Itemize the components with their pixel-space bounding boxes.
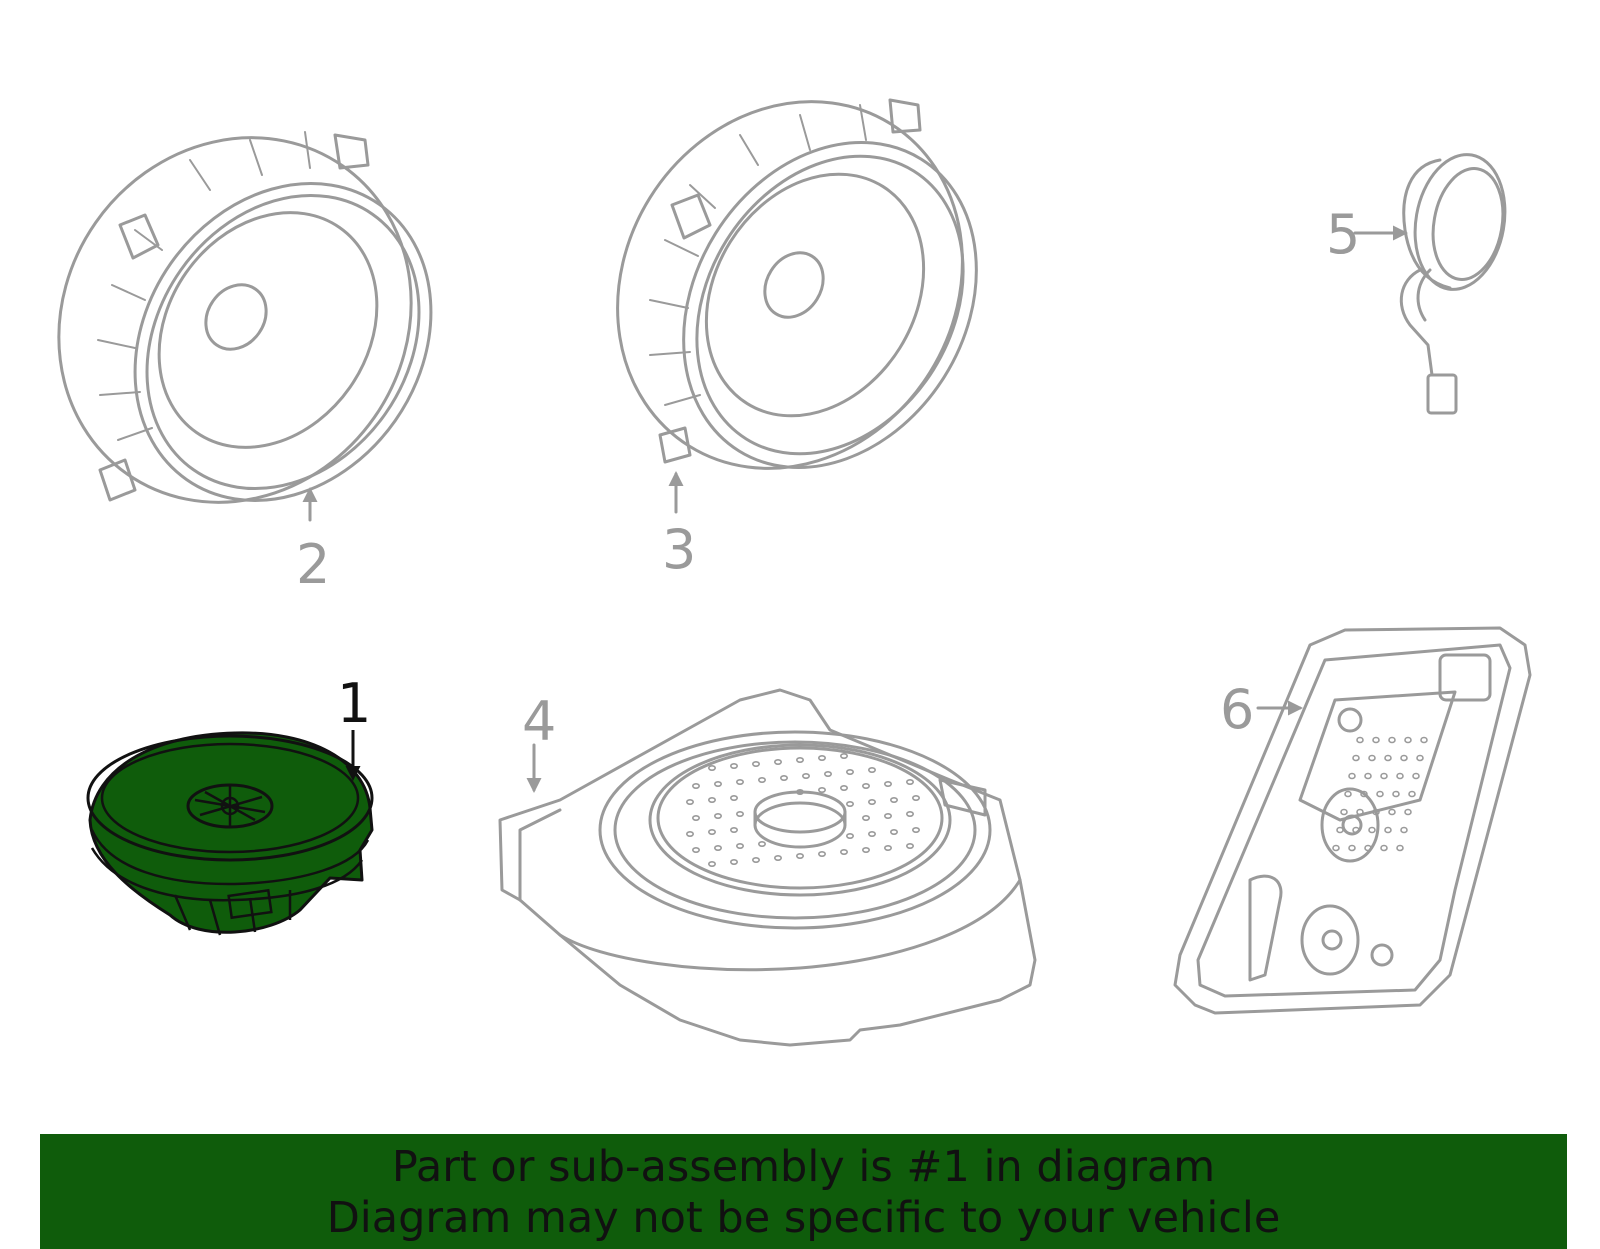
banner-line-2: Diagram may not be specific to your vehi… <box>326 1193 1281 1243</box>
info-banner: Part or sub-assembly is #1 in diagram Di… <box>40 1134 1567 1249</box>
speaker-part-3[interactable]: 3 <box>549 36 1035 581</box>
tweeter-part-5[interactable]: 5 <box>1326 147 1515 415</box>
banner-line-1: Part or sub-assembly is #1 in diagram <box>391 1142 1216 1192</box>
subwoofer-part-4[interactable]: 4 <box>498 688 1037 1047</box>
speaker-part-1[interactable]: 1 <box>86 672 374 936</box>
callout-6: 6 <box>1220 678 1254 741</box>
callout-3: 3 <box>662 518 696 581</box>
speaker-part-2[interactable]: 2 <box>0 68 492 596</box>
callout-1: 1 <box>337 672 371 735</box>
callout-5: 5 <box>1326 203 1360 266</box>
callout-4: 4 <box>522 690 556 753</box>
callout-2: 2 <box>296 533 330 596</box>
amplifier-part-6[interactable]: 6 <box>1173 626 1532 1015</box>
